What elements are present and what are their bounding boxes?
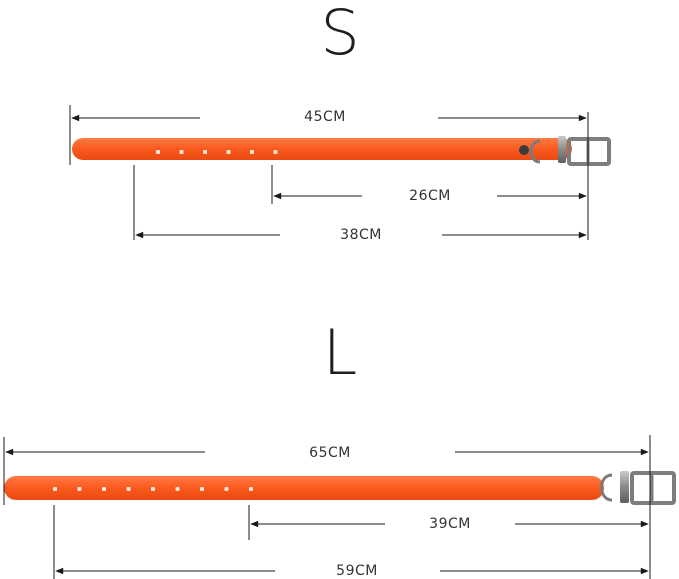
max-length-label-l: 59CM	[336, 563, 378, 579]
strap-hole	[53, 487, 57, 491]
strap-holes-s	[156, 150, 278, 154]
strap-l	[4, 476, 604, 500]
adjustable-length-label-s: 26CM	[409, 188, 451, 204]
dimension-lines-l	[3, 435, 651, 579]
strap-hole	[203, 150, 207, 154]
strap-hole	[200, 487, 204, 491]
size-letter-s: S	[320, 0, 360, 69]
strap-hole	[156, 150, 160, 154]
size-letter-l: L	[322, 316, 358, 389]
strap-hole	[249, 487, 253, 491]
adjustable-length-label-l: 39CM	[429, 516, 471, 532]
total-length-label-s: 45CM	[304, 109, 346, 125]
rivet-icon	[519, 145, 529, 155]
strap-hole	[77, 487, 82, 491]
strap-hole	[273, 150, 278, 154]
strap-hole	[224, 487, 229, 491]
buckle-icon	[567, 137, 611, 166]
strap-hole	[102, 487, 106, 491]
strap-s	[72, 138, 572, 160]
buckle-icon	[630, 471, 676, 505]
keeper-loop-icon	[558, 136, 566, 163]
strap-hole	[151, 487, 155, 491]
strap-hole	[250, 150, 254, 154]
strap-hole	[126, 487, 131, 491]
d-ring-icon	[529, 139, 541, 164]
d-ring-icon	[600, 473, 613, 502]
max-length-label-s: 38CM	[340, 227, 382, 243]
strap-holes-l	[53, 487, 253, 491]
strap-hole	[179, 150, 184, 154]
strap-hole	[226, 150, 231, 154]
total-length-label-l: 65CM	[309, 445, 351, 461]
dimension-lines-s	[69, 105, 589, 240]
collar-l	[4, 471, 676, 505]
collar-s	[72, 136, 611, 166]
keeper-loop-icon	[620, 471, 629, 503]
strap-hole	[175, 487, 180, 491]
